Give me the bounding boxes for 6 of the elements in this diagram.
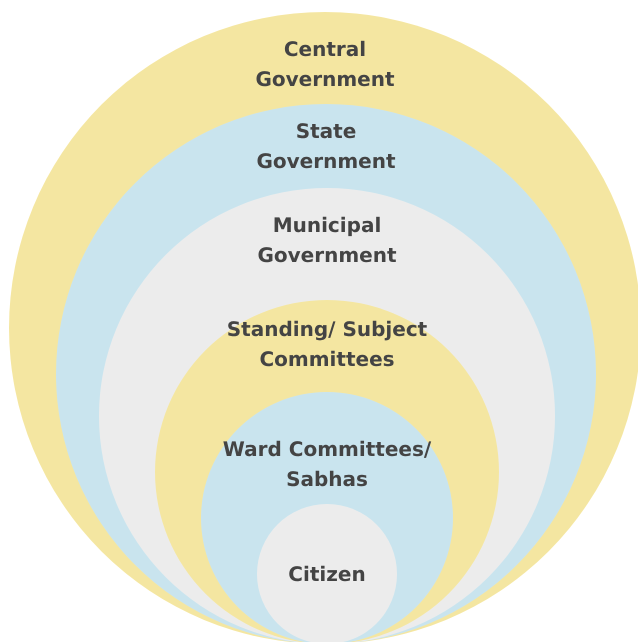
circle-label: Municipal Government bbox=[256, 212, 398, 269]
circle-label: Standing/ Subject Committees bbox=[226, 316, 428, 373]
circle-label: Citizen bbox=[288, 561, 366, 588]
circle-label: State Government bbox=[255, 118, 397, 175]
circle-label: Central Government bbox=[254, 36, 396, 93]
circle-label: Ward Committees/ Sabhas bbox=[222, 436, 432, 493]
